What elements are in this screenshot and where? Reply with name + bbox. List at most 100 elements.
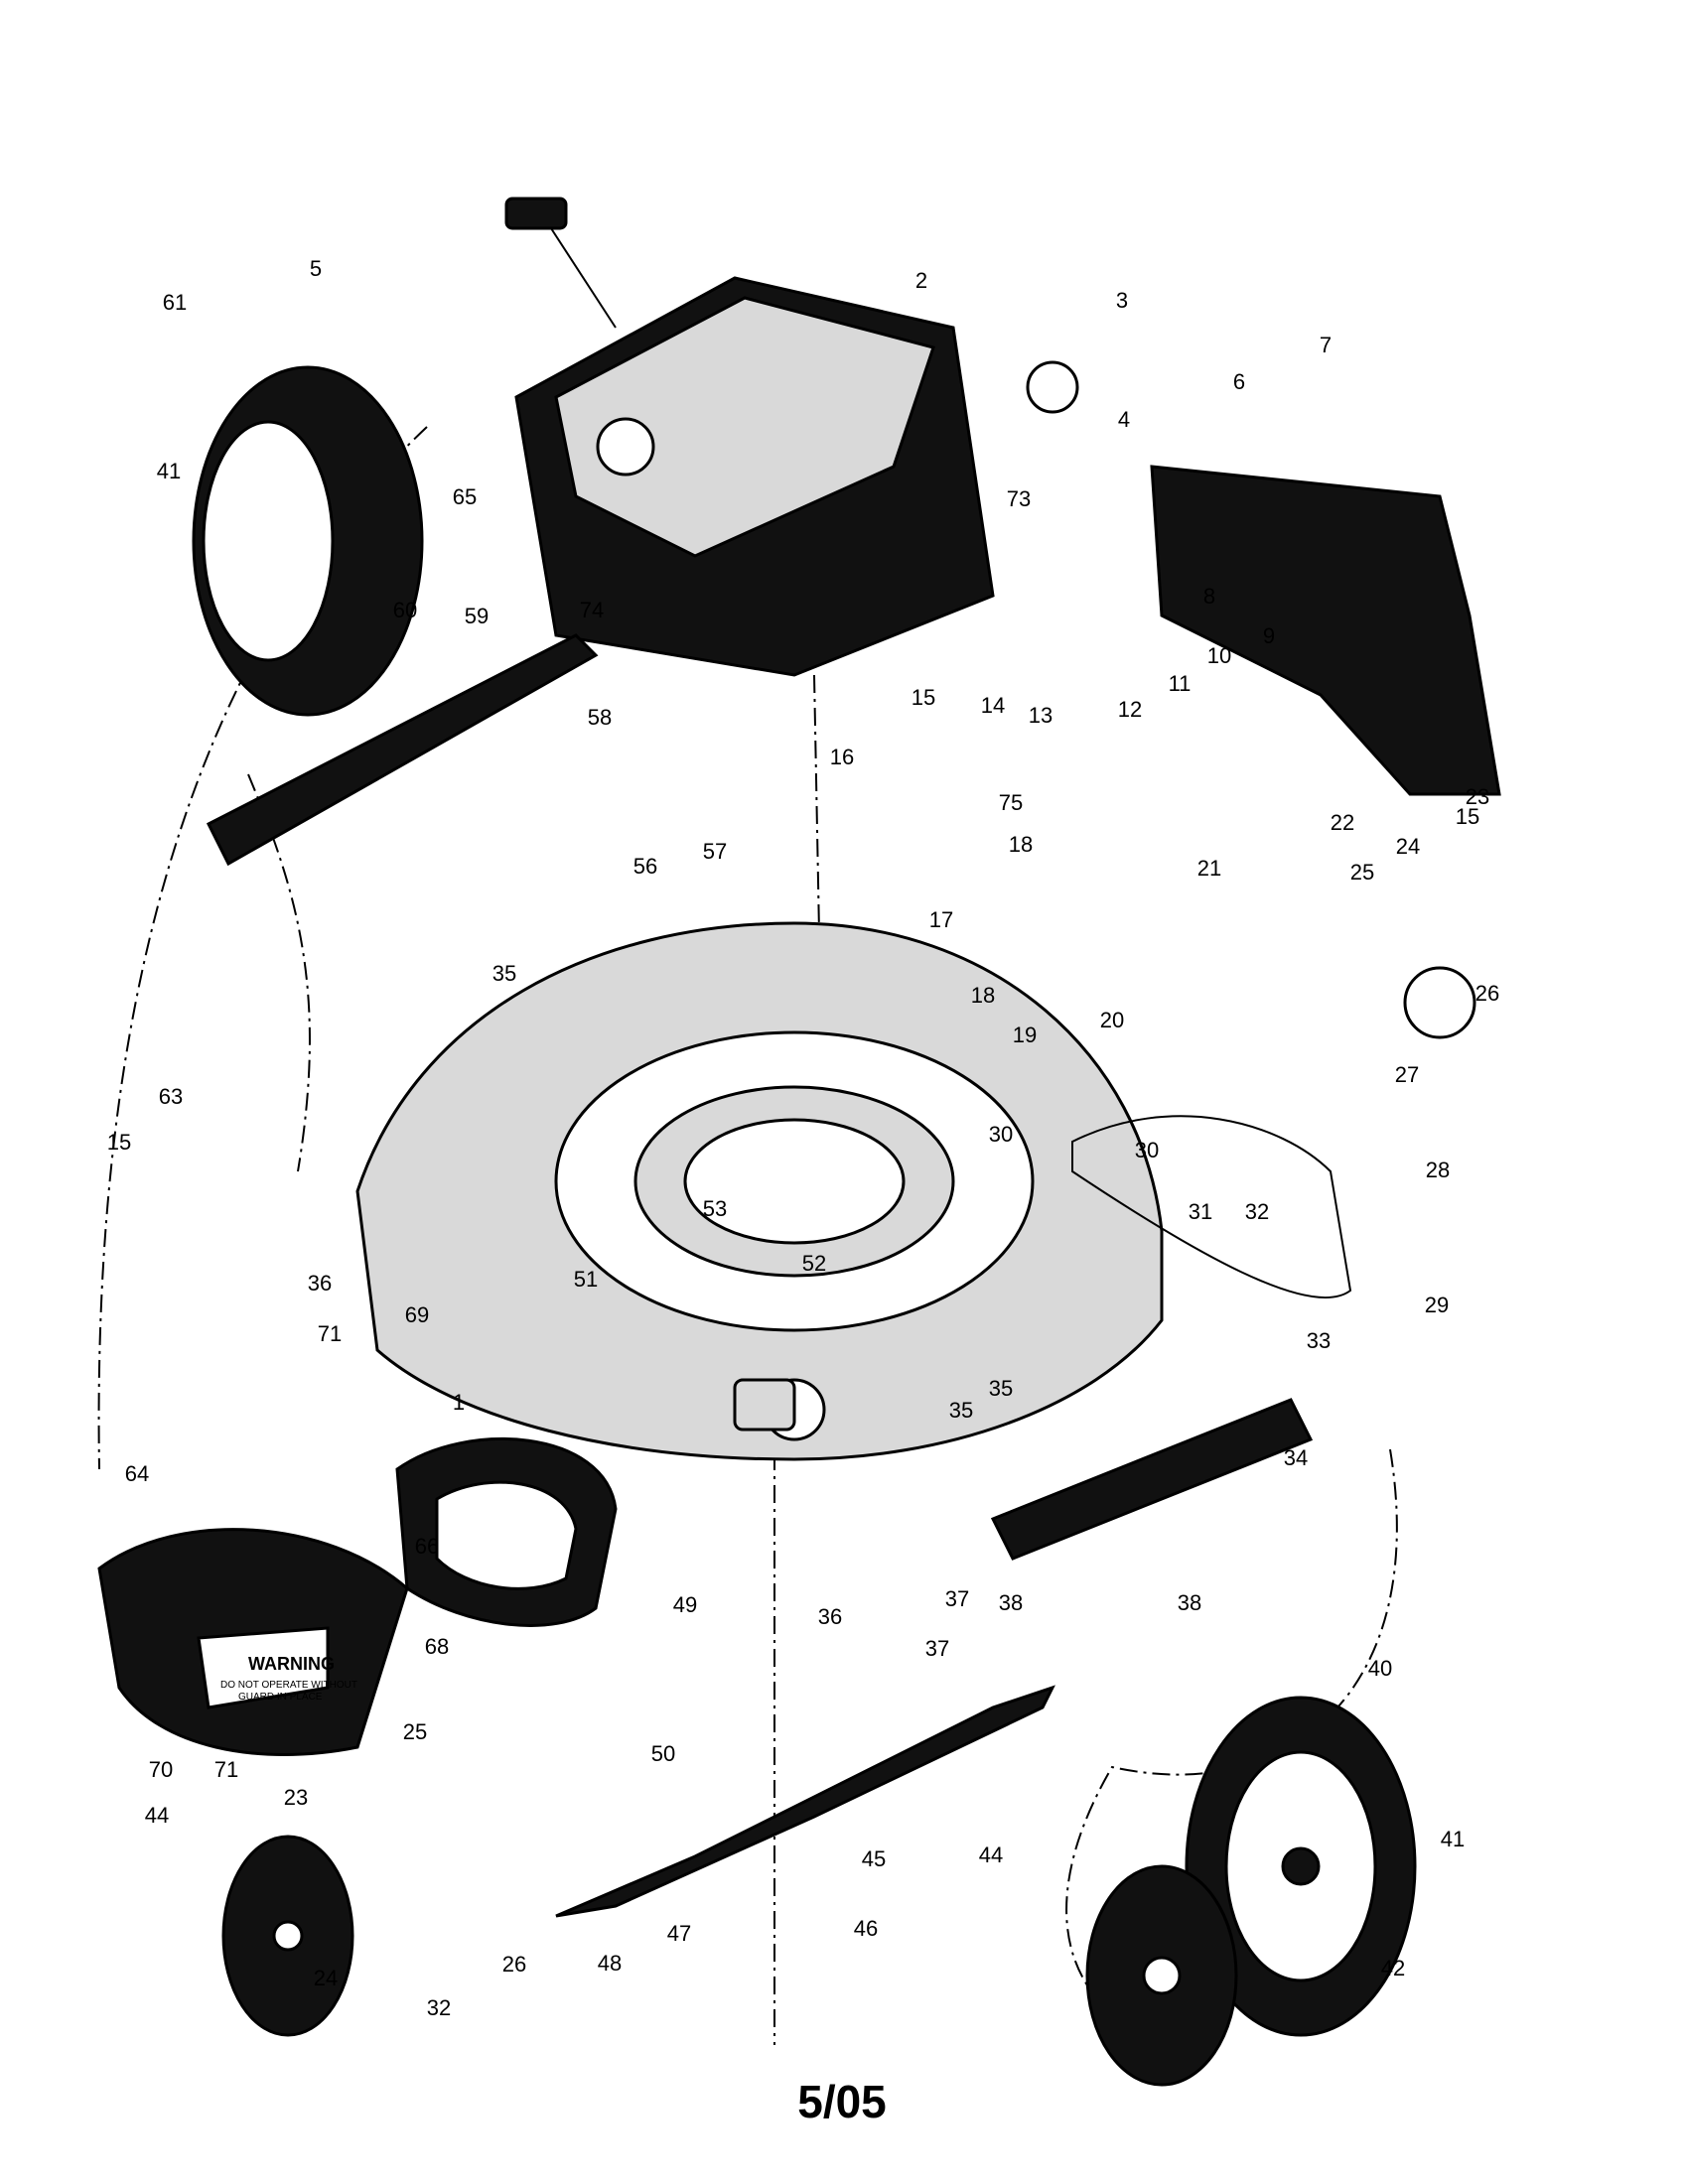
- warning-small-text-2: GUARD IN PLACE: [238, 1692, 323, 1703]
- callout-27: 27: [1395, 1062, 1419, 1087]
- callout-71: 71: [214, 1757, 238, 1782]
- warning-small-text-1: DO NOT OPERATE WITHOUT: [220, 1680, 357, 1691]
- hubcap-parts: [221, 1835, 1238, 2087]
- callout-47: 47: [667, 1921, 691, 1946]
- callout-44: 44: [979, 1843, 1003, 1867]
- callout-46: 46: [854, 1916, 878, 1941]
- deck-part: [355, 921, 1164, 1461]
- callout-17: 17: [929, 907, 953, 932]
- callout-58: 58: [588, 705, 612, 730]
- callout-63: 63: [159, 1084, 183, 1109]
- callout-59: 59: [465, 604, 489, 628]
- callout-33: 33: [1307, 1328, 1331, 1353]
- callout-70: 70: [149, 1757, 173, 1782]
- callout-5: 5: [310, 256, 322, 281]
- callout-18: 18: [1009, 832, 1033, 857]
- callout-41: 41: [1441, 1827, 1465, 1851]
- callout-51: 51: [574, 1267, 598, 1292]
- baffle-parts: [206, 633, 1314, 1561]
- callout-20: 20: [1100, 1008, 1124, 1032]
- warning-label-text: WARNING: [248, 1654, 335, 1674]
- callout-69: 69: [405, 1302, 429, 1327]
- callout-30: 30: [989, 1122, 1013, 1147]
- callout-66: 66: [415, 1534, 439, 1559]
- chute-part: WARNING DO NOT OPERATE WITHOUT GUARD IN …: [97, 1528, 409, 1756]
- callout-36: 36: [308, 1271, 332, 1296]
- callout-73: 73: [1007, 486, 1031, 511]
- callout-37: 37: [945, 1586, 969, 1611]
- revision-date: 5/05: [797, 2076, 887, 2127]
- callout-labels: 1234567891011121314151515161718181920212…: [107, 256, 1499, 2020]
- callout-32: 32: [1245, 1199, 1269, 1224]
- callout-13: 13: [1029, 703, 1052, 728]
- callout-23: 23: [1466, 784, 1489, 809]
- callout-25: 25: [1350, 860, 1374, 885]
- callout-37: 37: [925, 1636, 949, 1661]
- callout-64: 64: [125, 1461, 149, 1486]
- callout-15: 15: [107, 1130, 131, 1155]
- blade-part: [555, 1685, 1055, 1918]
- engine-part: [504, 197, 995, 677]
- callout-53: 53: [703, 1196, 727, 1221]
- callout-41: 41: [157, 459, 181, 483]
- callout-22: 22: [1331, 810, 1354, 835]
- callout-35: 35: [949, 1398, 973, 1423]
- trim-cover-part: [1150, 465, 1501, 796]
- callout-45: 45: [862, 1846, 886, 1871]
- callout-61: 61: [163, 290, 187, 315]
- callout-15: 15: [912, 685, 935, 710]
- callout-6: 6: [1233, 369, 1245, 394]
- callout-74: 74: [580, 598, 604, 622]
- hardware-parts: [733, 360, 1476, 1441]
- callout-12: 12: [1118, 697, 1142, 722]
- callout-52: 52: [802, 1251, 826, 1276]
- callout-35: 35: [989, 1376, 1013, 1401]
- callout-15: 15: [1456, 804, 1479, 829]
- belt-part: [1071, 1115, 1352, 1299]
- callout-9: 9: [1263, 623, 1275, 648]
- callout-49: 49: [673, 1592, 697, 1617]
- callout-48: 48: [598, 1951, 622, 1976]
- mulch-cover-part: [395, 1436, 618, 1627]
- callout-18: 18: [971, 983, 995, 1008]
- callout-57: 57: [703, 839, 727, 864]
- callout-24: 24: [314, 1966, 338, 1990]
- wheel-42-part: [1185, 1696, 1417, 2037]
- callout-25: 25: [403, 1719, 427, 1744]
- callout-21: 21: [1197, 856, 1221, 881]
- callout-29: 29: [1425, 1293, 1449, 1317]
- callout-42: 42: [1381, 1956, 1405, 1980]
- callout-40: 40: [1368, 1656, 1392, 1681]
- callout-10: 10: [1207, 643, 1231, 668]
- callout-44: 44: [145, 1803, 169, 1828]
- callout-3: 3: [1116, 288, 1128, 313]
- callout-32: 32: [427, 1995, 451, 2020]
- callout-71: 71: [318, 1321, 342, 1346]
- callout-65: 65: [453, 484, 477, 509]
- callout-23: 23: [284, 1785, 308, 1810]
- callout-36: 36: [818, 1604, 842, 1629]
- callout-4: 4: [1118, 407, 1130, 432]
- callout-26: 26: [1475, 981, 1499, 1006]
- callout-11: 11: [1169, 671, 1192, 696]
- callout-8: 8: [1203, 584, 1215, 609]
- callout-19: 19: [1013, 1023, 1037, 1047]
- callout-16: 16: [830, 745, 854, 769]
- callout-7: 7: [1320, 333, 1332, 357]
- callout-50: 50: [651, 1741, 675, 1766]
- callout-38: 38: [1178, 1590, 1201, 1615]
- callout-26: 26: [502, 1952, 526, 1977]
- callout-60: 60: [393, 598, 417, 622]
- callout-31: 31: [1189, 1199, 1212, 1224]
- callout-1: 1: [453, 1390, 465, 1415]
- callout-14: 14: [981, 693, 1005, 718]
- callout-56: 56: [633, 854, 657, 879]
- callout-2: 2: [915, 268, 927, 293]
- callout-28: 28: [1426, 1158, 1450, 1182]
- callout-24: 24: [1396, 834, 1420, 859]
- callout-35: 35: [492, 961, 516, 986]
- callout-30: 30: [1135, 1138, 1159, 1162]
- callout-75: 75: [999, 790, 1023, 815]
- callout-34: 34: [1284, 1445, 1308, 1470]
